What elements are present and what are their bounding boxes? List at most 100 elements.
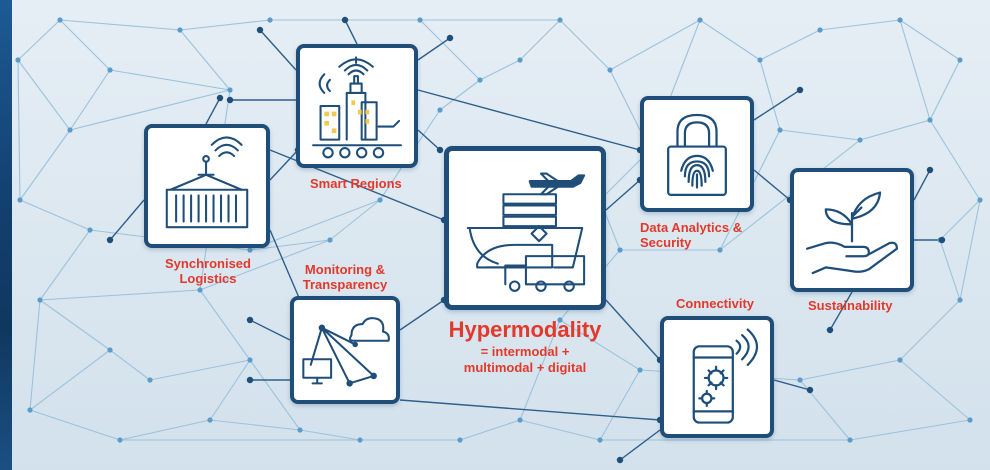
network-link — [419, 19, 481, 81]
network-link — [929, 59, 961, 121]
connector-node — [938, 236, 946, 244]
hypermodality-tile — [444, 146, 606, 310]
network-node — [37, 297, 43, 303]
network-node — [967, 417, 973, 423]
network-link — [779, 129, 861, 141]
tile-connector — [753, 169, 791, 201]
network-node — [607, 67, 613, 73]
network-link — [899, 359, 971, 421]
tile-connector — [417, 37, 451, 61]
tile-connector — [605, 179, 641, 211]
network-link — [199, 239, 331, 291]
network-node — [817, 27, 823, 33]
tile-connector — [249, 319, 291, 341]
tile-connector — [829, 291, 853, 331]
tile-connector — [269, 149, 299, 181]
network-node — [777, 127, 783, 133]
network-node — [757, 57, 763, 63]
network-link — [249, 359, 301, 431]
network-link — [519, 19, 561, 61]
network-link — [19, 199, 91, 231]
tile-connector — [605, 299, 661, 361]
tile-connector — [417, 129, 441, 151]
tile-connector — [269, 229, 301, 301]
network-link — [459, 419, 521, 441]
network-node — [437, 107, 443, 113]
network-node — [797, 377, 803, 383]
network-node — [267, 17, 273, 23]
network-node — [897, 357, 903, 363]
network-node — [27, 407, 33, 413]
tile-connector — [417, 89, 641, 151]
synchronised-logistics-label-line-2: Logistics — [179, 271, 237, 286]
network-link — [929, 119, 981, 201]
network-link — [609, 19, 701, 71]
network-node — [977, 197, 983, 203]
tile-connector — [205, 97, 221, 125]
network-node — [637, 367, 643, 373]
monitoring-transparency-label-line-2: Transparency — [302, 277, 388, 292]
network-node — [457, 437, 463, 443]
network-link — [939, 199, 981, 241]
network-node — [557, 317, 563, 323]
smart-city-icon — [312, 56, 402, 159]
network-node — [557, 17, 563, 23]
network-node — [357, 437, 363, 443]
monitoring-transparency-tile — [290, 296, 400, 404]
network-link — [17, 59, 71, 131]
tile-connector — [399, 299, 445, 331]
network-link — [439, 79, 481, 111]
tile-connector — [619, 429, 661, 461]
network-node — [247, 247, 253, 253]
smart-regions-label: Smart Regions — [310, 176, 402, 191]
smart-regions-tile — [296, 44, 418, 168]
network-link — [19, 129, 71, 201]
network-link — [899, 19, 931, 121]
network-link — [329, 199, 381, 241]
network-node — [67, 127, 73, 133]
network-node — [247, 357, 253, 363]
data-analytics-security-label-line-2: Security — [640, 235, 692, 250]
network-node — [897, 17, 903, 23]
sustainability-label: Sustainability — [808, 298, 893, 313]
connector-node — [216, 94, 224, 102]
network-link — [859, 119, 931, 141]
left-edge-strip — [0, 0, 12, 470]
network-node — [957, 297, 963, 303]
network-link — [759, 59, 781, 131]
network-node — [957, 57, 963, 63]
network-node — [87, 227, 93, 233]
network-link — [479, 59, 521, 81]
network-link — [799, 359, 901, 381]
tile-connector — [913, 169, 931, 201]
network-link — [149, 359, 251, 381]
network-node — [197, 287, 203, 293]
network-link — [109, 69, 231, 91]
network-node — [15, 57, 21, 63]
network-node — [17, 197, 23, 203]
network-node — [107, 347, 113, 353]
connectivity-label: Connectivity — [676, 296, 755, 311]
network-node — [517, 417, 523, 423]
network-node — [107, 67, 113, 73]
connector-node — [436, 146, 444, 154]
network-link — [199, 289, 251, 361]
network-link — [39, 299, 111, 351]
network-node — [927, 117, 933, 123]
hypermodality-subtitle: = intermodal + multimodal + digital — [430, 344, 620, 376]
network-link — [59, 19, 181, 31]
network-link — [959, 199, 981, 301]
connector-node — [796, 86, 804, 94]
network-link — [179, 29, 231, 91]
network-node — [117, 437, 123, 443]
network-link — [559, 319, 641, 371]
network-link — [249, 239, 331, 251]
network-link — [119, 419, 211, 441]
network-node — [847, 437, 853, 443]
network-node — [597, 437, 603, 443]
hand-plant-icon — [805, 191, 899, 275]
network-link — [39, 229, 91, 301]
tile-connector — [344, 19, 358, 45]
